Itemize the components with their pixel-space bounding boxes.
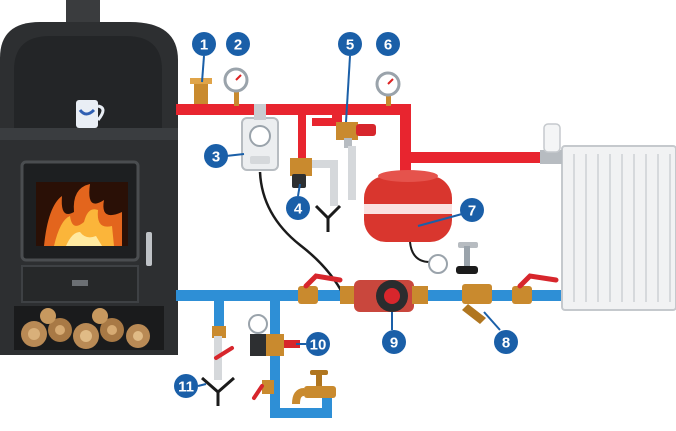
callout-label: 10 [310,337,327,354]
upper-pressure-gauge [375,71,401,106]
callout-label: 9 [390,335,398,352]
radiator [561,145,676,311]
radiator-thermostatic-head [540,123,562,164]
callout-label: 8 [502,335,510,352]
drain-funnel-icon-top [314,204,342,232]
callout-10: 10 [296,332,330,356]
drain-funnel-icon-left [201,376,235,406]
callout-4: 4 [286,183,310,220]
air-vent [190,78,212,104]
callout-11: 11 [174,374,207,398]
return-valve-left [298,273,343,304]
safety-relief-valve [336,122,376,200]
callout-3: 3 [204,144,245,168]
callout-9: 9 [382,312,406,354]
thermostat-controller [241,104,279,171]
callout-6: 6 [376,32,400,56]
callout-1: 1 [192,32,216,83]
callout-label: 2 [234,37,242,54]
pump-tool-icon [456,242,478,274]
firewood-icon [21,308,150,349]
callout-label: 3 [212,149,220,166]
return-pressure-gauge [248,314,300,356]
callout-2: 2 [226,32,250,56]
callout-label: 1 [200,37,208,54]
thermostatic-valve [290,158,338,206]
supply-pipes [176,104,562,174]
fire-icon [44,184,122,246]
return-valve-right [512,273,559,304]
callout-label: 4 [294,201,303,218]
callout-7: 7 [417,198,484,227]
drain-valve [212,326,234,380]
supply-pipe-riser [400,104,411,174]
callout-label: 6 [384,37,392,54]
wood-stove [0,0,178,355]
strainer-filter [462,284,492,324]
callout-5: 5 [338,32,362,123]
stove-door-handle [146,232,152,266]
callout-label: 11 [178,379,194,396]
expansion-vessel [364,162,452,274]
supply-pressure-gauge [223,67,249,106]
callout-8: 8 [483,311,518,354]
stove-chimney [66,0,100,24]
supply-pipe-main [176,104,410,115]
water-tap-icon [292,370,336,405]
circulation-pump [340,280,428,312]
fill-valve [252,380,274,400]
supply-pipe-to-radiator [400,152,562,163]
callout-label: 7 [468,203,476,220]
callout-label: 5 [346,37,354,54]
mug-icon [76,100,105,128]
